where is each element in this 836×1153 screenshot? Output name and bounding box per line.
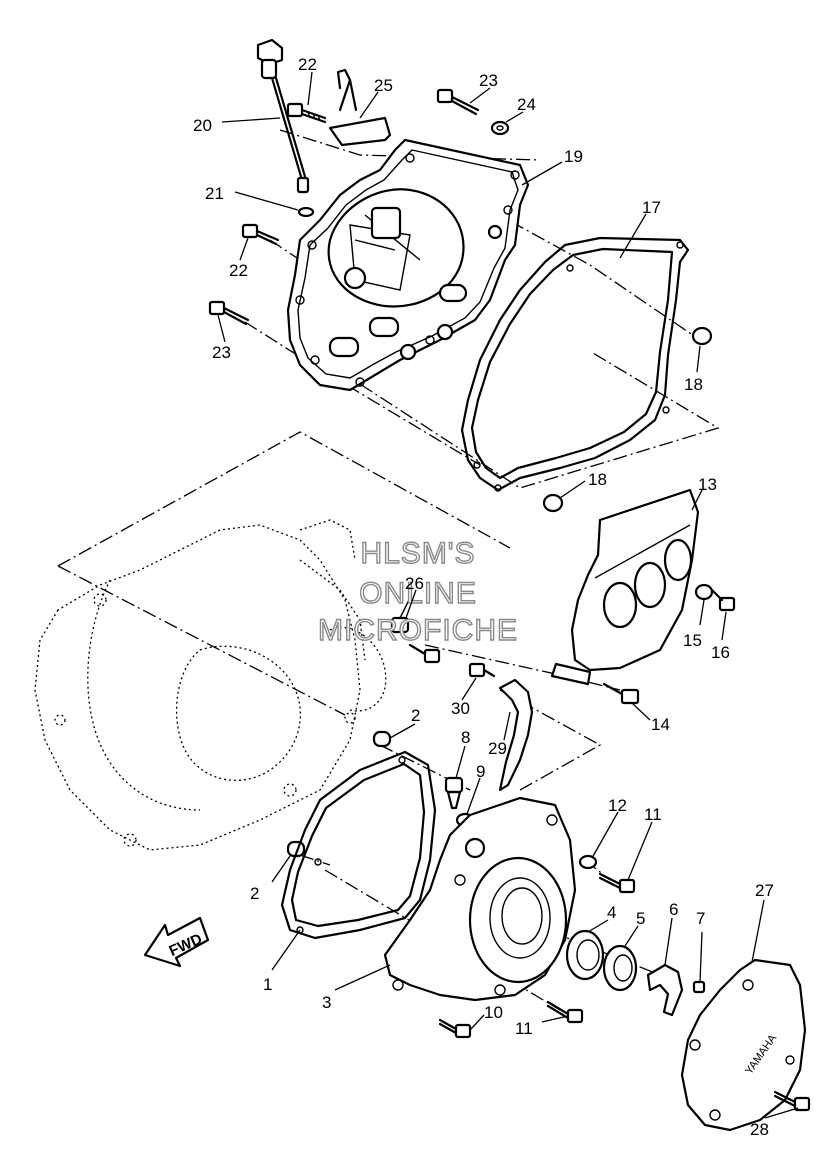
callout-18-bottom: 18 xyxy=(588,470,607,489)
dowel-2-top xyxy=(372,730,392,748)
callout-2-left: 2 xyxy=(250,884,259,903)
bearing-4 xyxy=(565,929,605,981)
washer-15 xyxy=(694,583,714,601)
callout-24: 24 xyxy=(517,95,536,114)
callout-11-right: 11 xyxy=(644,805,662,824)
callout-8: 8 xyxy=(461,728,470,747)
bolt-14 xyxy=(602,682,640,705)
chain-guide-29 xyxy=(498,678,534,792)
watermark: HLSM'S ONLINE MICROFICHE xyxy=(317,536,518,647)
callout-29: 29 xyxy=(488,739,507,758)
crankcase-outline xyxy=(34,519,387,851)
callout-12: 12 xyxy=(608,796,627,815)
bolt-10 xyxy=(438,1018,472,1039)
callout-28: 28 xyxy=(750,1120,769,1139)
watermark-line-1: HLSM'S xyxy=(360,537,475,570)
bolt-16 xyxy=(710,588,736,612)
o-ring-21 xyxy=(297,206,315,218)
callout-25: 25 xyxy=(374,76,393,95)
callout-27: 27 xyxy=(755,881,774,900)
crankcase-cover-3 xyxy=(383,796,577,1002)
dowel-18-bottom xyxy=(542,493,564,513)
callout-11-bottom: 11 xyxy=(515,1019,533,1038)
callout-numbers: 1 2 2 3 4 5 6 7 8 9 10 11 11 12 13 14 15… xyxy=(193,55,774,1139)
callout-15: 15 xyxy=(683,631,702,650)
sprocket-cover-13 xyxy=(550,488,700,686)
callout-7: 7 xyxy=(696,909,705,928)
callout-23-top: 23 xyxy=(479,71,498,90)
fwd-arrow: FWD xyxy=(143,916,210,968)
retainer-plate-6 xyxy=(646,963,684,1017)
bolt-22-left xyxy=(241,223,280,246)
bolt-11-right xyxy=(598,872,636,894)
clutch-cover xyxy=(286,138,530,392)
bolt-30 xyxy=(468,662,496,678)
callout-10: 10 xyxy=(484,1003,503,1022)
callout-20: 20 xyxy=(193,116,212,135)
callout-21: 21 xyxy=(205,184,224,203)
bracket-25 xyxy=(328,68,392,147)
washer-12 xyxy=(578,854,598,870)
bolt-23-top xyxy=(436,88,480,116)
crankcase-cover-27: YAMAHA xyxy=(680,958,807,1132)
washer-24 xyxy=(490,120,510,136)
callout-16: 16 xyxy=(711,643,730,662)
callout-22-top: 22 xyxy=(298,55,317,74)
callout-26: 26 xyxy=(405,574,424,593)
filler-plug-8 xyxy=(444,776,464,810)
sender-26 xyxy=(390,597,411,634)
callout-14: 14 xyxy=(651,715,670,734)
callout-5: 5 xyxy=(636,909,645,928)
callout-13: 13 xyxy=(698,475,717,494)
dowel-18-top xyxy=(691,326,713,346)
callout-4: 4 xyxy=(607,903,616,922)
watermark-line-2: ONLINE xyxy=(359,577,477,610)
bolt-22-top xyxy=(286,102,327,124)
callout-17: 17 xyxy=(642,198,661,217)
gasket-1 xyxy=(280,750,437,940)
bolt-23-left xyxy=(208,300,250,326)
callout-1: 1 xyxy=(263,975,272,994)
callout-19: 19 xyxy=(564,147,583,166)
screw-7 xyxy=(692,980,706,994)
callout-23-left: 23 xyxy=(212,343,231,362)
callout-18-top: 18 xyxy=(684,375,703,394)
callout-6: 6 xyxy=(669,900,678,919)
callout-2-top: 2 xyxy=(411,706,420,725)
watermark-line-3: MICROFICHE xyxy=(318,614,518,647)
bolt-crankcase xyxy=(408,643,441,664)
bolt-28 xyxy=(773,1090,811,1112)
callout-30: 30 xyxy=(451,699,470,718)
oil-seal-5 xyxy=(602,944,638,992)
callout-22-left: 22 xyxy=(229,261,248,280)
oil-dipstick xyxy=(256,38,310,194)
gasket-17 xyxy=(460,236,690,492)
callout-3: 3 xyxy=(322,993,331,1012)
leader-lines xyxy=(217,71,799,1119)
callout-9: 9 xyxy=(476,762,485,781)
